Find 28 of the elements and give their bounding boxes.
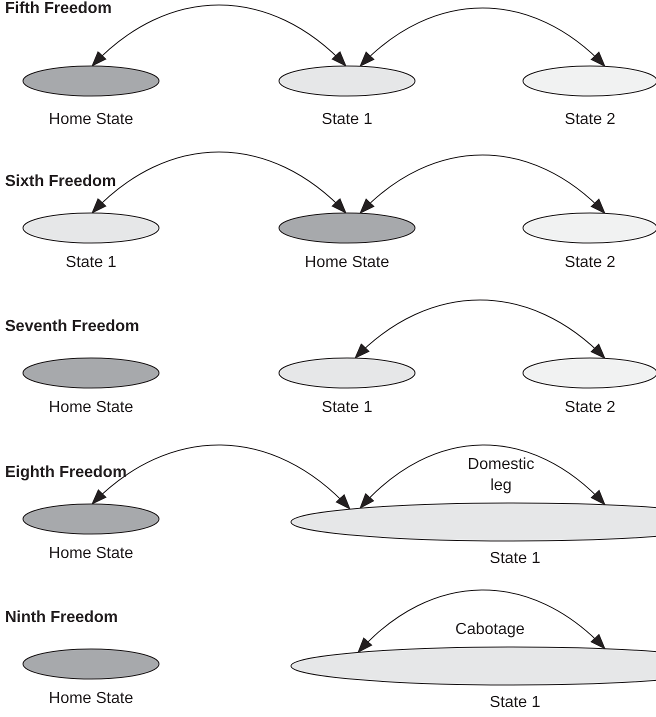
state-label: State 1 <box>322 111 372 129</box>
flight-arrow <box>91 152 347 214</box>
edge-label: Domestic leg <box>466 455 536 496</box>
state-label: State 1 <box>66 254 116 272</box>
flight-arrow <box>359 154 606 214</box>
state-label: Home State <box>48 111 134 129</box>
state-label: State 2 <box>564 254 616 272</box>
flight-arrow <box>357 590 606 654</box>
state-label: State 1 <box>322 399 372 417</box>
edge-label: Cabotage <box>454 620 526 640</box>
state-label: Home State <box>48 545 134 563</box>
section-title: Eighth Freedom <box>5 464 127 482</box>
flight-arrow <box>91 444 351 510</box>
section-title: Seventh Freedom <box>5 318 140 336</box>
section-title: Sixth Freedom <box>5 173 116 191</box>
section-title: Ninth Freedom <box>5 609 118 627</box>
state-label: State 1 <box>490 550 540 568</box>
section-title: Fifth Freedom <box>5 0 112 18</box>
flight-arrow <box>91 4 347 67</box>
flight-arrow <box>359 444 606 509</box>
state-label: State 2 <box>564 399 616 417</box>
state-label: Home State <box>48 399 134 417</box>
state-label: Home State <box>304 254 390 272</box>
state-label: Home State <box>48 690 134 708</box>
flight-arrow <box>354 300 606 360</box>
state-label: State 1 <box>490 694 540 712</box>
state-label: State 2 <box>564 111 616 129</box>
flight-arrow <box>359 8 606 68</box>
